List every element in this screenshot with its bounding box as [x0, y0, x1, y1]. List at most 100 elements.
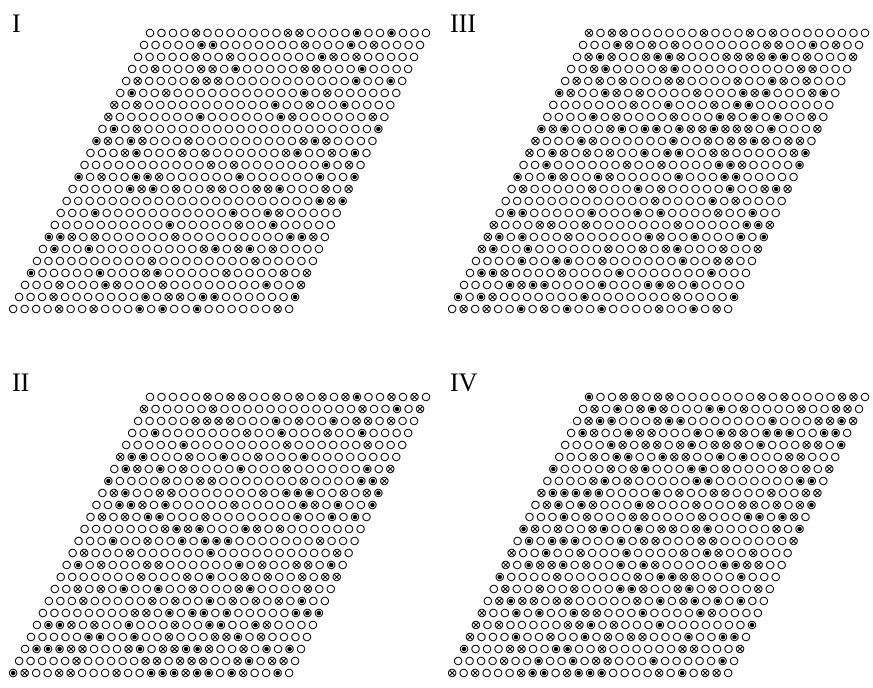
lattice-site-crossed — [553, 572, 562, 582]
lattice-site-open — [321, 208, 330, 218]
lattice-site-open — [143, 196, 152, 206]
lattice-site-filled — [559, 560, 568, 570]
lattice-site-open — [363, 52, 373, 62]
lattice-site-filled — [127, 452, 136, 462]
lattice-site-open — [557, 656, 566, 666]
lattice-site-open — [386, 440, 395, 450]
lattice-site-open — [43, 280, 53, 290]
lattice-site-open — [345, 476, 355, 486]
lattice-site-crossed — [518, 596, 527, 606]
lattice-site-open — [615, 244, 625, 254]
lattice-site-crossed — [572, 76, 581, 86]
lattice-site-open — [578, 404, 588, 414]
lattice-site-open — [624, 64, 633, 74]
lattice-site-filled — [300, 452, 309, 462]
lattice-site-filled — [560, 124, 569, 134]
lattice-site-open — [129, 292, 139, 302]
lattice-site-filled — [570, 536, 580, 546]
lattice-site-open — [234, 608, 243, 618]
lattice-site-open — [708, 220, 717, 230]
lattice-site-open — [409, 52, 419, 62]
lattice-site-filled — [350, 512, 360, 522]
lattice-site-filled — [607, 440, 616, 450]
lattice-site-open — [152, 292, 162, 302]
lattice-site-open — [696, 244, 705, 254]
lattice-site-open — [309, 572, 318, 582]
lattice-site-open — [62, 196, 71, 206]
lattice-site-open — [145, 416, 154, 426]
lattice-site-open — [730, 268, 739, 278]
lattice-site-crossed — [489, 220, 498, 230]
lattice-site-open — [107, 608, 117, 618]
lattice-site-open — [226, 28, 235, 38]
lattice-site-open — [783, 548, 792, 558]
lattice-site-filled — [574, 668, 583, 678]
lattice-site-open — [56, 596, 65, 606]
lattice-site-open — [663, 512, 672, 522]
lattice-site-open — [213, 124, 222, 134]
lattice-site-crossed — [738, 500, 747, 510]
lattice-site-open — [179, 52, 189, 62]
lattice-site-filled — [559, 512, 569, 522]
lattice-site-open — [742, 584, 751, 594]
lattice-site-crossed — [562, 668, 572, 678]
lattice-site-crossed — [780, 392, 789, 402]
lattice-site-open — [287, 136, 297, 146]
lattice-site-open — [302, 632, 312, 642]
lattice-site-open — [599, 548, 608, 558]
lattice-site-open — [184, 500, 193, 510]
lattice-site-open — [133, 440, 142, 450]
lattice-site-open — [328, 488, 337, 498]
lattice-site-open — [578, 64, 587, 74]
lattice-site-open — [294, 76, 303, 86]
lattice-site-open — [860, 28, 870, 38]
lattice-site-filled — [664, 100, 673, 110]
lattice-site-open — [790, 464, 799, 474]
lattice-site-open — [225, 100, 234, 110]
lattice-site-open — [265, 428, 275, 438]
lattice-site-crossed — [745, 52, 754, 62]
lattice-site-open — [131, 584, 140, 594]
lattice-site-open — [132, 512, 141, 522]
lattice-site-open — [351, 464, 360, 474]
lattice-site-open — [173, 428, 183, 438]
lattice-site-open — [566, 428, 576, 438]
lattice-site-open — [207, 500, 216, 510]
lattice-site-open — [316, 488, 326, 498]
lattice-site-open — [536, 536, 545, 546]
lattice-site-open — [511, 656, 520, 666]
lattice-site-filled — [235, 172, 244, 182]
lattice-site-open — [689, 668, 698, 678]
lattice-site-open — [731, 220, 740, 230]
lattice-site-crossed — [311, 64, 321, 74]
lattice-site-open — [369, 88, 378, 98]
lattice-site-filled — [601, 88, 610, 98]
lattice-site-crossed — [646, 500, 655, 510]
lattice-site-open — [216, 280, 225, 290]
lattice-site-filled — [101, 280, 110, 290]
lattice-site-open — [624, 404, 634, 414]
lattice-site-open — [217, 548, 227, 558]
lattice-site-open — [84, 608, 94, 618]
lattice-site-filled — [736, 596, 746, 606]
lattice-site-open — [482, 280, 492, 290]
lattice-site-filled — [714, 160, 724, 170]
lattice-site-open — [594, 124, 604, 134]
lattice-site-crossed — [720, 148, 730, 158]
lattice-site-crossed — [274, 596, 284, 606]
lattice-site-open — [125, 572, 134, 582]
lattice-site-crossed — [813, 124, 822, 134]
lattice-site-crossed — [529, 596, 539, 606]
lattice-site-open — [298, 184, 307, 194]
lattice-site-open — [270, 512, 279, 522]
lattice-site-open — [571, 124, 581, 134]
lattice-site-crossed — [630, 392, 640, 402]
lattice-site-filled — [314, 608, 324, 618]
lattice-site-open — [141, 632, 151, 642]
lattice-site-open — [299, 112, 309, 122]
lattice-site-open — [748, 572, 757, 582]
lattice-site-open — [137, 160, 147, 170]
lattice-site-open — [518, 572, 527, 582]
lattice-site-open — [20, 304, 29, 314]
lattice-site-filled — [796, 476, 805, 486]
